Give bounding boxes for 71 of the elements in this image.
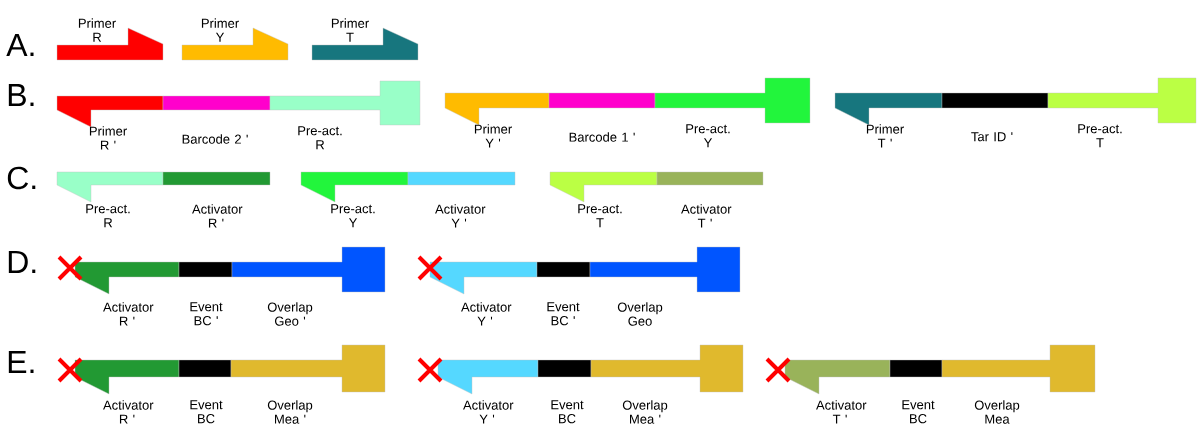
strand-segment: Pre-act. Y [300,171,409,228]
node-label: Event BC [902,400,935,424]
node-label: Activator Y ' [435,204,486,228]
node-label: Event BC [190,400,223,424]
node-label: Primer R ' [89,126,127,150]
node-label: Pre-act. T [1078,124,1122,148]
strand-segment: Pre-act. T [1047,77,1197,148]
strand-segment: Activator Y ' [437,359,539,424]
node-label: Primer Y ' [474,124,512,148]
strand-segment: Event BC [178,359,232,424]
node-label: Pre-act. R [86,204,130,228]
strand-segment: Activator T ' [784,359,891,424]
strand-segment: Activator Y ' [407,171,516,228]
node-label: Primer [78,18,116,28]
strand-segment: Event BC ' [536,261,591,326]
row-letter: A. [6,34,34,56]
node-label: Primer T ' [866,124,904,148]
strand-segment: Barcode 2 ' [162,95,271,144]
node-label: Event BC [551,400,584,424]
node-label: Overlap Mea ' [622,400,668,424]
strand-segment: Overlap Mea ' [590,344,744,424]
strand-segment: Primer R [56,18,164,61]
row-letter: E. [8,351,34,373]
node-label: Activator T ' [816,400,867,424]
node-label: Barcode 2 ' [182,134,248,144]
strand-segment: Primer R ' [56,95,164,150]
node-label: Barcode 1 ' [569,132,635,142]
row-letter: D. [8,251,36,273]
strand-segment: Pre-act. Y [654,77,811,148]
strand-segment: Primer T [311,18,419,61]
node-label: Event BC ' [190,302,223,326]
strand-segment: Activator T ' [656,171,764,228]
node-label: Pre-act. Y [331,204,375,228]
strand-segment: Overlap Mea [941,344,1096,424]
node-label: Event BC ' [547,302,580,326]
strand-segment: Pre-act. R [56,171,164,228]
strand-segment: Tar ID ' [941,92,1049,142]
strand-segment: Primer Y ' [444,92,550,148]
strand-segment: Activator R ' [162,171,271,228]
strand-segment: Activator R ' [74,359,180,424]
strand-segment: Barcode 1 ' [548,92,656,142]
node-label: Overlap Mea [974,400,1020,424]
strand-segment: Event BC [889,359,943,424]
node-label: Activator Y ' [461,302,512,326]
node-label: Activator T ' [681,204,732,228]
node-label: Activator Y ' [463,400,514,424]
node-label: Pre-act. R [298,126,342,150]
strand-segment: Activator Y ' [429,261,538,326]
node-label: Pre-act. Y [686,124,730,148]
strand-segment: Primer T ' [834,92,943,148]
strand-segment: Pre-act. R [269,80,421,150]
row-letter: C. [7,166,36,190]
strand-segment: Event BC ' [178,261,233,326]
node-label: Activator R ' [103,400,154,424]
strand-segment: Activator R ' [74,261,180,326]
node-label: Overlap Geo [617,302,663,326]
node-label: Activator R ' [192,204,243,228]
node-label: Tar ID ' [971,132,1013,142]
row-letter: B. [8,84,34,106]
node-label: Pre-act. T [578,204,622,228]
strand-segment: Primer Y [181,18,289,61]
strand-segment: Overlap Geo [589,246,741,326]
strand-segment: Event BC [537,359,592,424]
node-label: Primer [201,18,239,28]
strand-segment: Overlap Mea ' [230,344,386,424]
strand-segment: Overlap Geo ' [231,246,386,326]
node-label: Primer [331,18,369,28]
strand-segment: Pre-act. T [549,171,658,228]
node-label: Overlap Geo ' [267,302,313,326]
node-label: Activator R ' [103,302,154,326]
node-label: Overlap Mea ' [267,400,313,424]
